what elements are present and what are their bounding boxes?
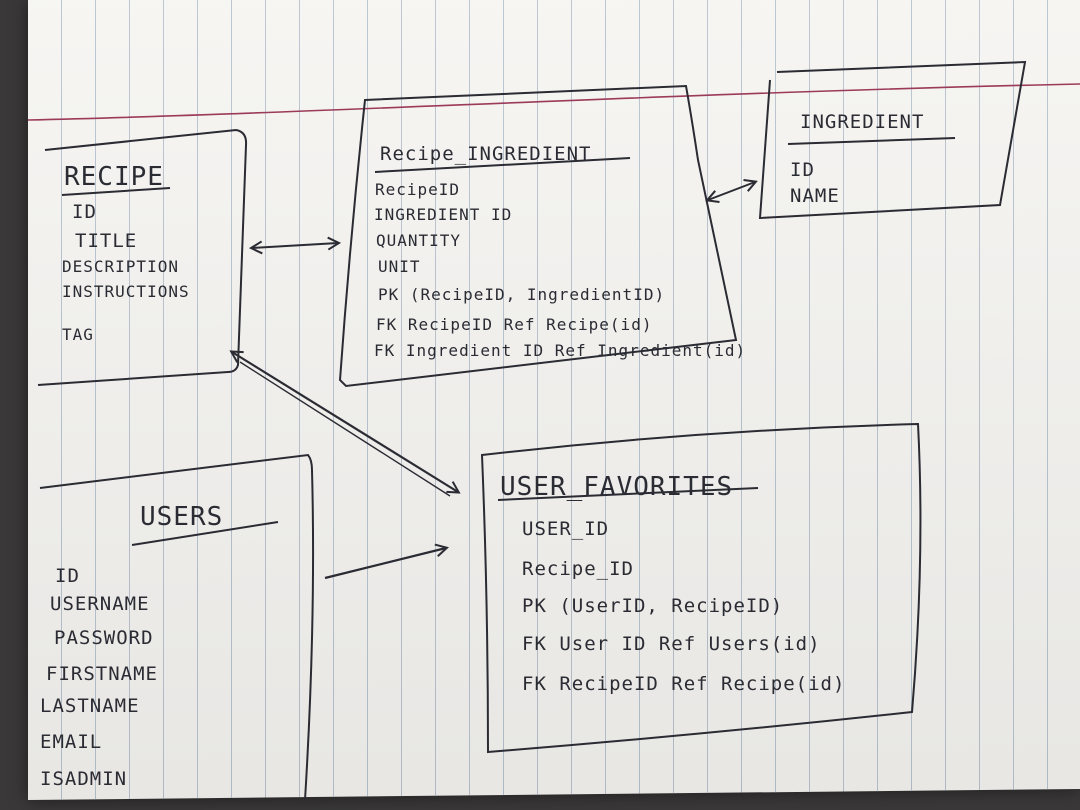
- table-users-field: LASTNAME: [40, 695, 140, 717]
- table-users-field: ID: [55, 565, 80, 587]
- table-recipe: RECIPE ID TITLE DESCRIPTION INSTRUCTIONS…: [37, 128, 248, 386]
- table-users-field: PASSWORD: [54, 627, 154, 649]
- table-recipe-title-underline: [61, 187, 171, 196]
- table-users-field: ISADMIN: [40, 768, 127, 790]
- margin-line: [27, 83, 1080, 121]
- table-recipe-title: RECIPE: [64, 162, 164, 192]
- table-recipe-field: TAG: [62, 325, 94, 344]
- table-ingredient-field: ID: [790, 159, 815, 181]
- table-ingredient-border: [758, 60, 1027, 220]
- table-recipe-field: ID: [72, 201, 97, 223]
- relation-arrow-recipe-recipe-ingredient: [252, 243, 338, 248]
- table-user-favorites-field: Recipe_ID: [522, 558, 634, 580]
- table-users: USERS ID USERNAME PASSWORD FIRSTNAME LAS…: [39, 453, 315, 801]
- table-user-favorites-field: USER_ID: [522, 518, 609, 540]
- table-user-favorites-title: USER_FAVORITES: [500, 472, 733, 502]
- table-recipe-ingredient-title-underline: [374, 157, 631, 173]
- table-recipe-field: DESCRIPTION: [62, 257, 179, 276]
- table-ingredient-field: NAME: [790, 185, 840, 207]
- table-recipe-ingredient-field: FK Ingredient ID Ref Ingredient(id): [374, 341, 746, 360]
- table-recipe-ingredient-field: UNIT: [378, 257, 421, 276]
- relation-arrow-recipe-user-favorites: [232, 352, 458, 492]
- table-user-favorites: USER_FAVORITES USER_ID Recipe_ID PK (Use…: [480, 422, 922, 754]
- table-recipe-ingredient-field: RecipeID: [375, 180, 460, 199]
- table-recipe-ingredient-field: PK (RecipeID, IngredientID): [378, 285, 665, 304]
- table-user-favorites-field: FK RecipeID Ref Recipe(id): [522, 673, 845, 695]
- relation-arrow-recipe-ingredient-ingredient: [708, 182, 755, 200]
- relation-arrow-recipe-user-favorites-stroke: [239, 361, 451, 497]
- table-users-field: USERNAME: [50, 593, 150, 615]
- table-ingredient-title-underline: [787, 137, 956, 145]
- table-recipe-ingredient-field: QUANTITY: [376, 231, 461, 250]
- table-user-favorites-title-underline: [497, 487, 759, 501]
- table-recipe-field: INSTRUCTIONS: [62, 282, 190, 301]
- table-recipe-field: TITLE: [75, 230, 137, 252]
- table-user-favorites-border: [480, 422, 922, 754]
- table-recipe-ingredient-title: Recipe_INGREDIENT: [380, 143, 591, 165]
- table-users-field: EMAIL: [40, 731, 102, 753]
- table-recipe-ingredient: Recipe_INGREDIENT RecipeID INGREDIENT ID…: [338, 84, 746, 388]
- table-users-field: FIRSTNAME: [46, 663, 158, 685]
- table-recipe-ingredient-field: FK RecipeID Ref Recipe(id): [376, 315, 652, 334]
- table-users-title-underline: [131, 521, 279, 546]
- relation-arrow-users-user-favorites: [324, 548, 446, 580]
- table-recipe-ingredient-field: INGREDIENT ID: [374, 205, 512, 224]
- table-ingredient-title: INGREDIENT: [800, 111, 924, 133]
- table-user-favorites-field: PK (UserID, RecipeID): [522, 595, 783, 617]
- table-ingredient: INGREDIENT ID NAME: [758, 60, 1027, 220]
- table-users-title: USERS: [140, 502, 223, 532]
- table-user-favorites-field: FK User ID Ref Users(id): [522, 633, 821, 655]
